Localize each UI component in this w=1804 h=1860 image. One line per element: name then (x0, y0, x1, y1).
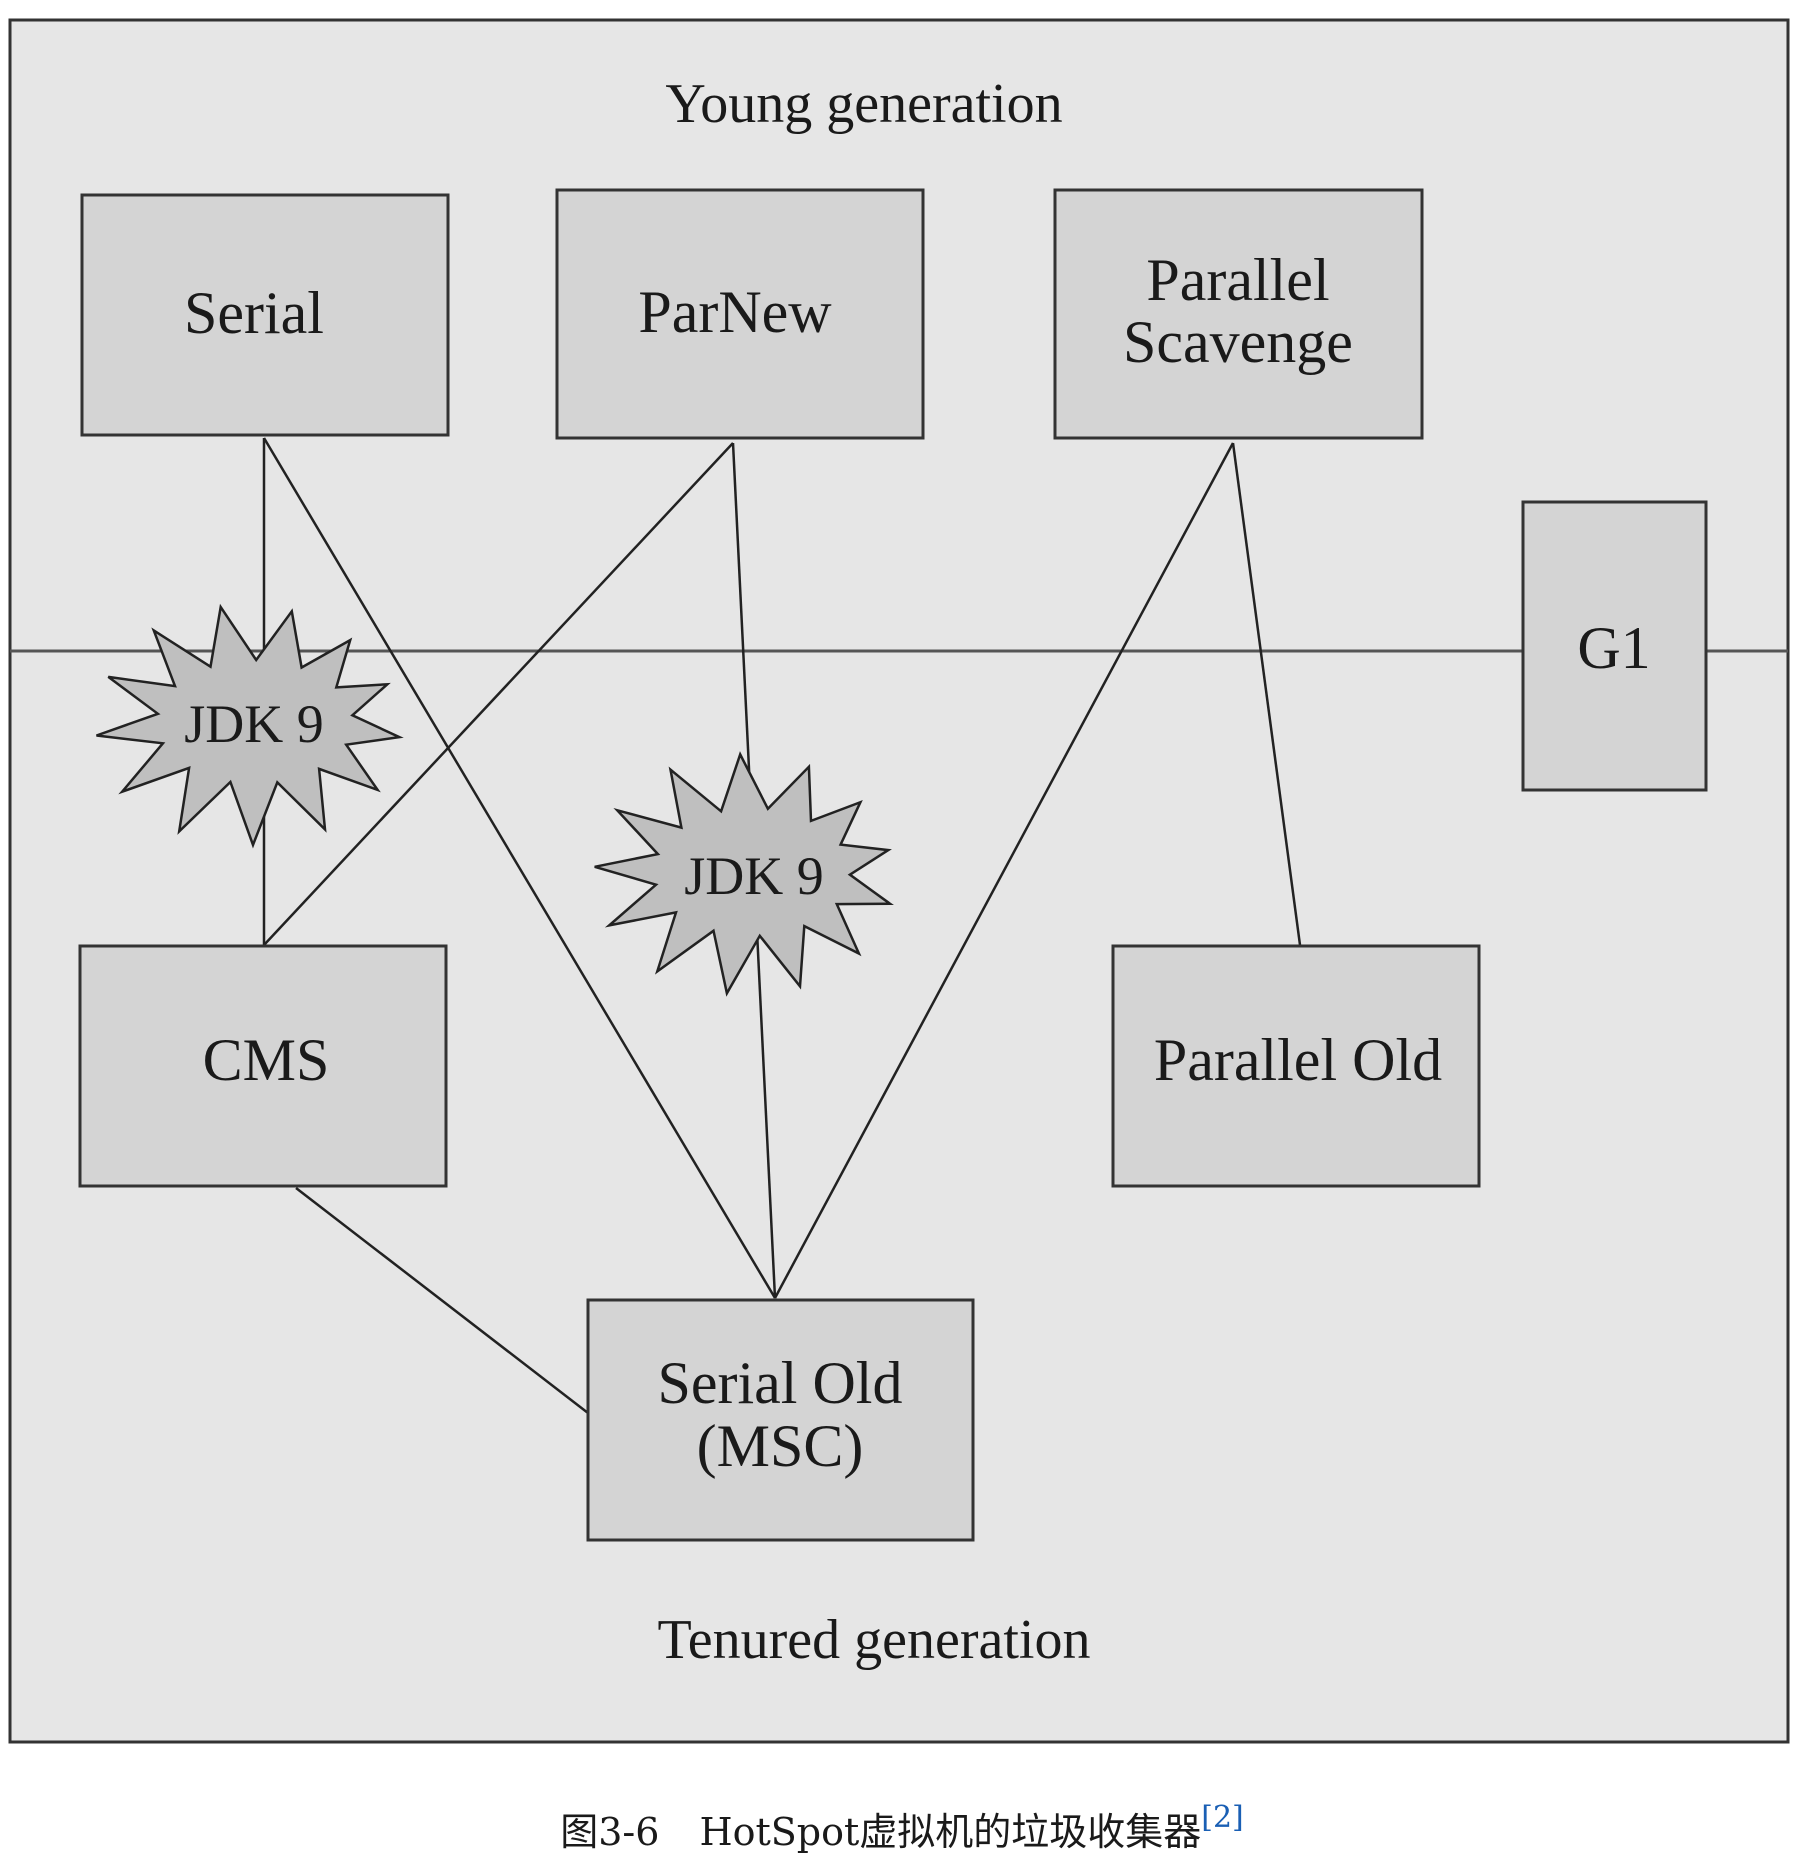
g1-label: G1 (1577, 615, 1650, 681)
serial-old-box (586, 1298, 975, 1542)
serial-box (80, 193, 450, 437)
line-pscavenge-parallelold (1231, 442, 1302, 946)
line-cms-serialold (295, 1187, 589, 1414)
line-pscavenge-serialold (773, 442, 1235, 1299)
jdk9-left-label: JDK 9 (184, 694, 324, 754)
serial-label: Serial (184, 280, 324, 346)
parallel-scavenge-label-2: Scavenge (1123, 309, 1353, 375)
parnew-box (555, 188, 925, 440)
line-parnew-cms (263, 442, 734, 946)
tenured-generation-label: Tenured generation (658, 1609, 1091, 1671)
serial-old-label-1: Serial Old (658, 1350, 903, 1416)
figure-title: HotSpot虚拟机的垃圾收集器 (699, 1810, 1202, 1854)
g1-box (1521, 500, 1708, 792)
gc-diagram: Young generation Tenured generation Seri… (8, 18, 1790, 1744)
figure-reference: [2] (1201, 1800, 1244, 1835)
parallel-old-box (1111, 944, 1481, 1188)
cms-label: CMS (203, 1027, 330, 1093)
serial-old-label-2: (MSC) (697, 1413, 864, 1479)
parallel-scavenge-box (1053, 188, 1424, 440)
jdk9-center-label: JDK 9 (684, 846, 824, 906)
jdk9-burst-center (594, 751, 894, 997)
figure-number: 图3-6 (560, 1810, 660, 1854)
figure-caption: 图3-6 HotSpot虚拟机的垃圾收集器[2] (0, 1800, 1804, 1856)
jdk9-burst-left (96, 603, 404, 849)
parnew-label: ParNew (638, 279, 832, 345)
parallel-scavenge-label-1: Parallel (1146, 247, 1329, 313)
parallel-old-label: Parallel Old (1154, 1027, 1442, 1093)
line-serial-serialold (262, 437, 777, 1299)
young-generation-label: Young generation (665, 73, 1062, 135)
cms-box (78, 944, 448, 1188)
